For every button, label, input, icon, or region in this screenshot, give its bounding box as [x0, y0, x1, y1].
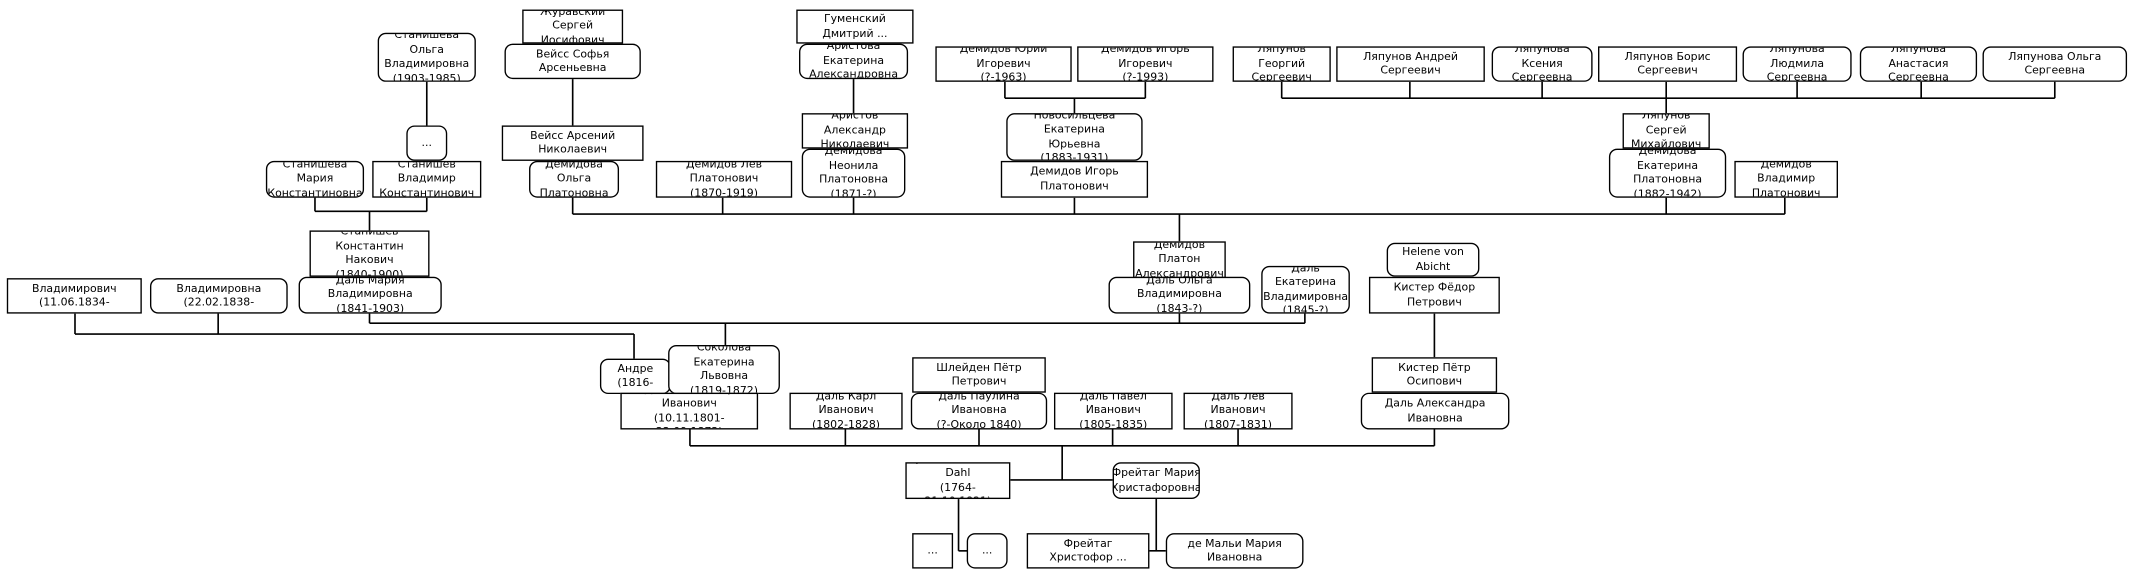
person-lyapunova-olga[interactable]: Ляпунова Ольга Сергеевна — [1982, 46, 2128, 82]
person-aristova-ekaterina[interactable]: Аристова Екатерина Александровна — [799, 43, 909, 80]
person-stanisheva-olga[interactable]: Станишева Ольга Владимировна (1903-1985) — [377, 32, 476, 82]
person-dal-lev-ivanovich[interactable]: Даль Лев Иванович (1807-1831) — [1183, 392, 1293, 430]
person-dal-karl[interactable]: Даль Карл Иванович (1802-1828) — [789, 392, 903, 430]
collapsed-ancestors-johan-father[interactable]: ... — [912, 533, 954, 569]
person-lyapunov-sergey[interactable]: Ляпунов Сергей Михайлович — [1622, 113, 1710, 149]
person-lyapunov-boris[interactable]: Ляпунов Борис Сергеевич — [1598, 46, 1738, 82]
person-dal-aleksandra[interactable]: Даль Александра Ивановна — [1360, 392, 1510, 430]
person-dal-yulia-vladimirovna[interactable]: Даль Юлия Владимировна (22.02.1838-21.12… — [149, 278, 288, 314]
person-freitag-hristofor[interactable]: Фрейтаг Христофор ... — [1026, 533, 1150, 569]
person-aristov-aleksandr[interactable]: Аристов Александр Николаевич — [801, 113, 909, 149]
person-demidov-lev-platonovich[interactable]: Демидов Лев Платонович (1870-1919) — [655, 160, 793, 198]
person-demidov-igor-igorevich[interactable]: Демидов Игорь Игоревич (?-1993) — [1077, 46, 1214, 82]
person-gumensky-dmitry[interactable]: Гуменский Дмитрий ... — [796, 9, 914, 44]
person-dal-pavel[interactable]: Даль Павел Иванович (1805-1835) — [1053, 392, 1173, 430]
person-johan-christian-dahl[interactable]: Johan Christian Dahl (1764-21.10.1821) — [905, 462, 1011, 500]
person-kister-petr[interactable]: Кистер Пётр Осипович — [1371, 357, 1498, 393]
person-lyapunov-georgy[interactable]: Ляпунов Георгий Сергеевич — [1232, 46, 1331, 82]
person-de-malyi-maria[interactable]: де Мальи Мария Ивановна — [1165, 533, 1304, 569]
person-dal-vladimir-ivanovich[interactable]: Даль Владимир Иванович (10.11.1801-22.09… — [620, 392, 759, 430]
person-stanishev-konstantin[interactable]: Станишев Константин Накович (1840-1900) — [309, 230, 430, 277]
person-helene-von-abicht[interactable]: Helene von Abicht — [1386, 242, 1480, 277]
person-zhuravsky-sergey[interactable]: Журавский Сергей Иосифович — [522, 9, 624, 44]
person-dal-paulina[interactable]: Даль Паулина Ивановна (?-Около 1840) — [910, 392, 1048, 430]
person-yulia-andre[interactable]: Юлия Андре (1816-1838) — [599, 358, 671, 395]
person-veiss-sofya[interactable]: Вейсс Софья Арсеньевна — [504, 43, 641, 80]
person-demidov-vladimir[interactable]: Демидов Владимир Платонович — [1734, 160, 1838, 198]
person-kister-fedor[interactable]: Кистер Фёдор Петрович — [1368, 276, 1500, 314]
person-demidova-olga-platonovna[interactable]: Демидова Ольга Платоновна — [529, 160, 620, 198]
person-lyapunov-andrey[interactable]: Ляпунов Андрей Сергеевич — [1336, 46, 1485, 82]
person-dal-maria-vladimirovna[interactable]: Даль Мария Владимировна (1841-1903) — [298, 276, 442, 314]
person-dal-olga-vladimirovna[interactable]: Даль Ольга Владимировна (1843-?) — [1108, 276, 1251, 314]
person-dal-lev-vladimirovich[interactable]: Даль Лев Владимирович (11.06.1834-21.03.… — [6, 278, 142, 314]
person-demidov-igor-platonovich[interactable]: Демидов Игорь Платонович — [1000, 160, 1149, 198]
person-demidova-neonila[interactable]: Демидова Неонила Платоновна (1871-?) — [801, 148, 906, 198]
collapsed-ancestors-johan-mother[interactable]: ... — [966, 533, 1008, 569]
person-veiss-arseny[interactable]: Вейсс Арсений Николаевич — [501, 125, 644, 161]
person-freitag-maria[interactable]: Фрейтаг Мария Христафоровна — [1112, 462, 1200, 500]
person-demidov-yuri[interactable]: Демидов Юрий Игоревич (?-1963) — [935, 46, 1072, 82]
person-stanishev-vladimir[interactable]: Станишев Владимир Константинович — [372, 160, 482, 198]
person-lyapunova-ksenia[interactable]: Ляпунова Ксения Сергеевна — [1491, 46, 1593, 82]
person-demidova-ekaterina[interactable]: Демидова Екатерина Платоновна (1882-1942… — [1608, 148, 1727, 198]
person-dal-ekaterina-vladimirovna[interactable]: Даль Екатерина Владимировна (1845-?) — [1261, 265, 1350, 314]
person-novosiltseva-ekaterina[interactable]: Новосильцева Екатерина Юрьевна (1883-193… — [1006, 113, 1143, 161]
person-lyapunova-anastasia[interactable]: Ляпунова Анастасия Сергеевна — [1859, 46, 1978, 82]
person-sokolova-ekaterina[interactable]: Соколова Екатерина Львовна (1819-1872) — [668, 344, 780, 395]
person-stanisheva-maria[interactable]: Станишева Мария Константиновна — [265, 160, 365, 198]
person-shleiden-petr[interactable]: Шлейден Пётр Петрович — [912, 357, 1046, 393]
person-lyapunova-lyudmila[interactable]: Ляпунова Людмила Сергеевна — [1742, 46, 1852, 82]
collapsed-ancestors-stanishev[interactable]: ... — [406, 125, 448, 161]
person-demidov-platon[interactable]: Демидов Платон Александрович — [1133, 241, 1226, 279]
